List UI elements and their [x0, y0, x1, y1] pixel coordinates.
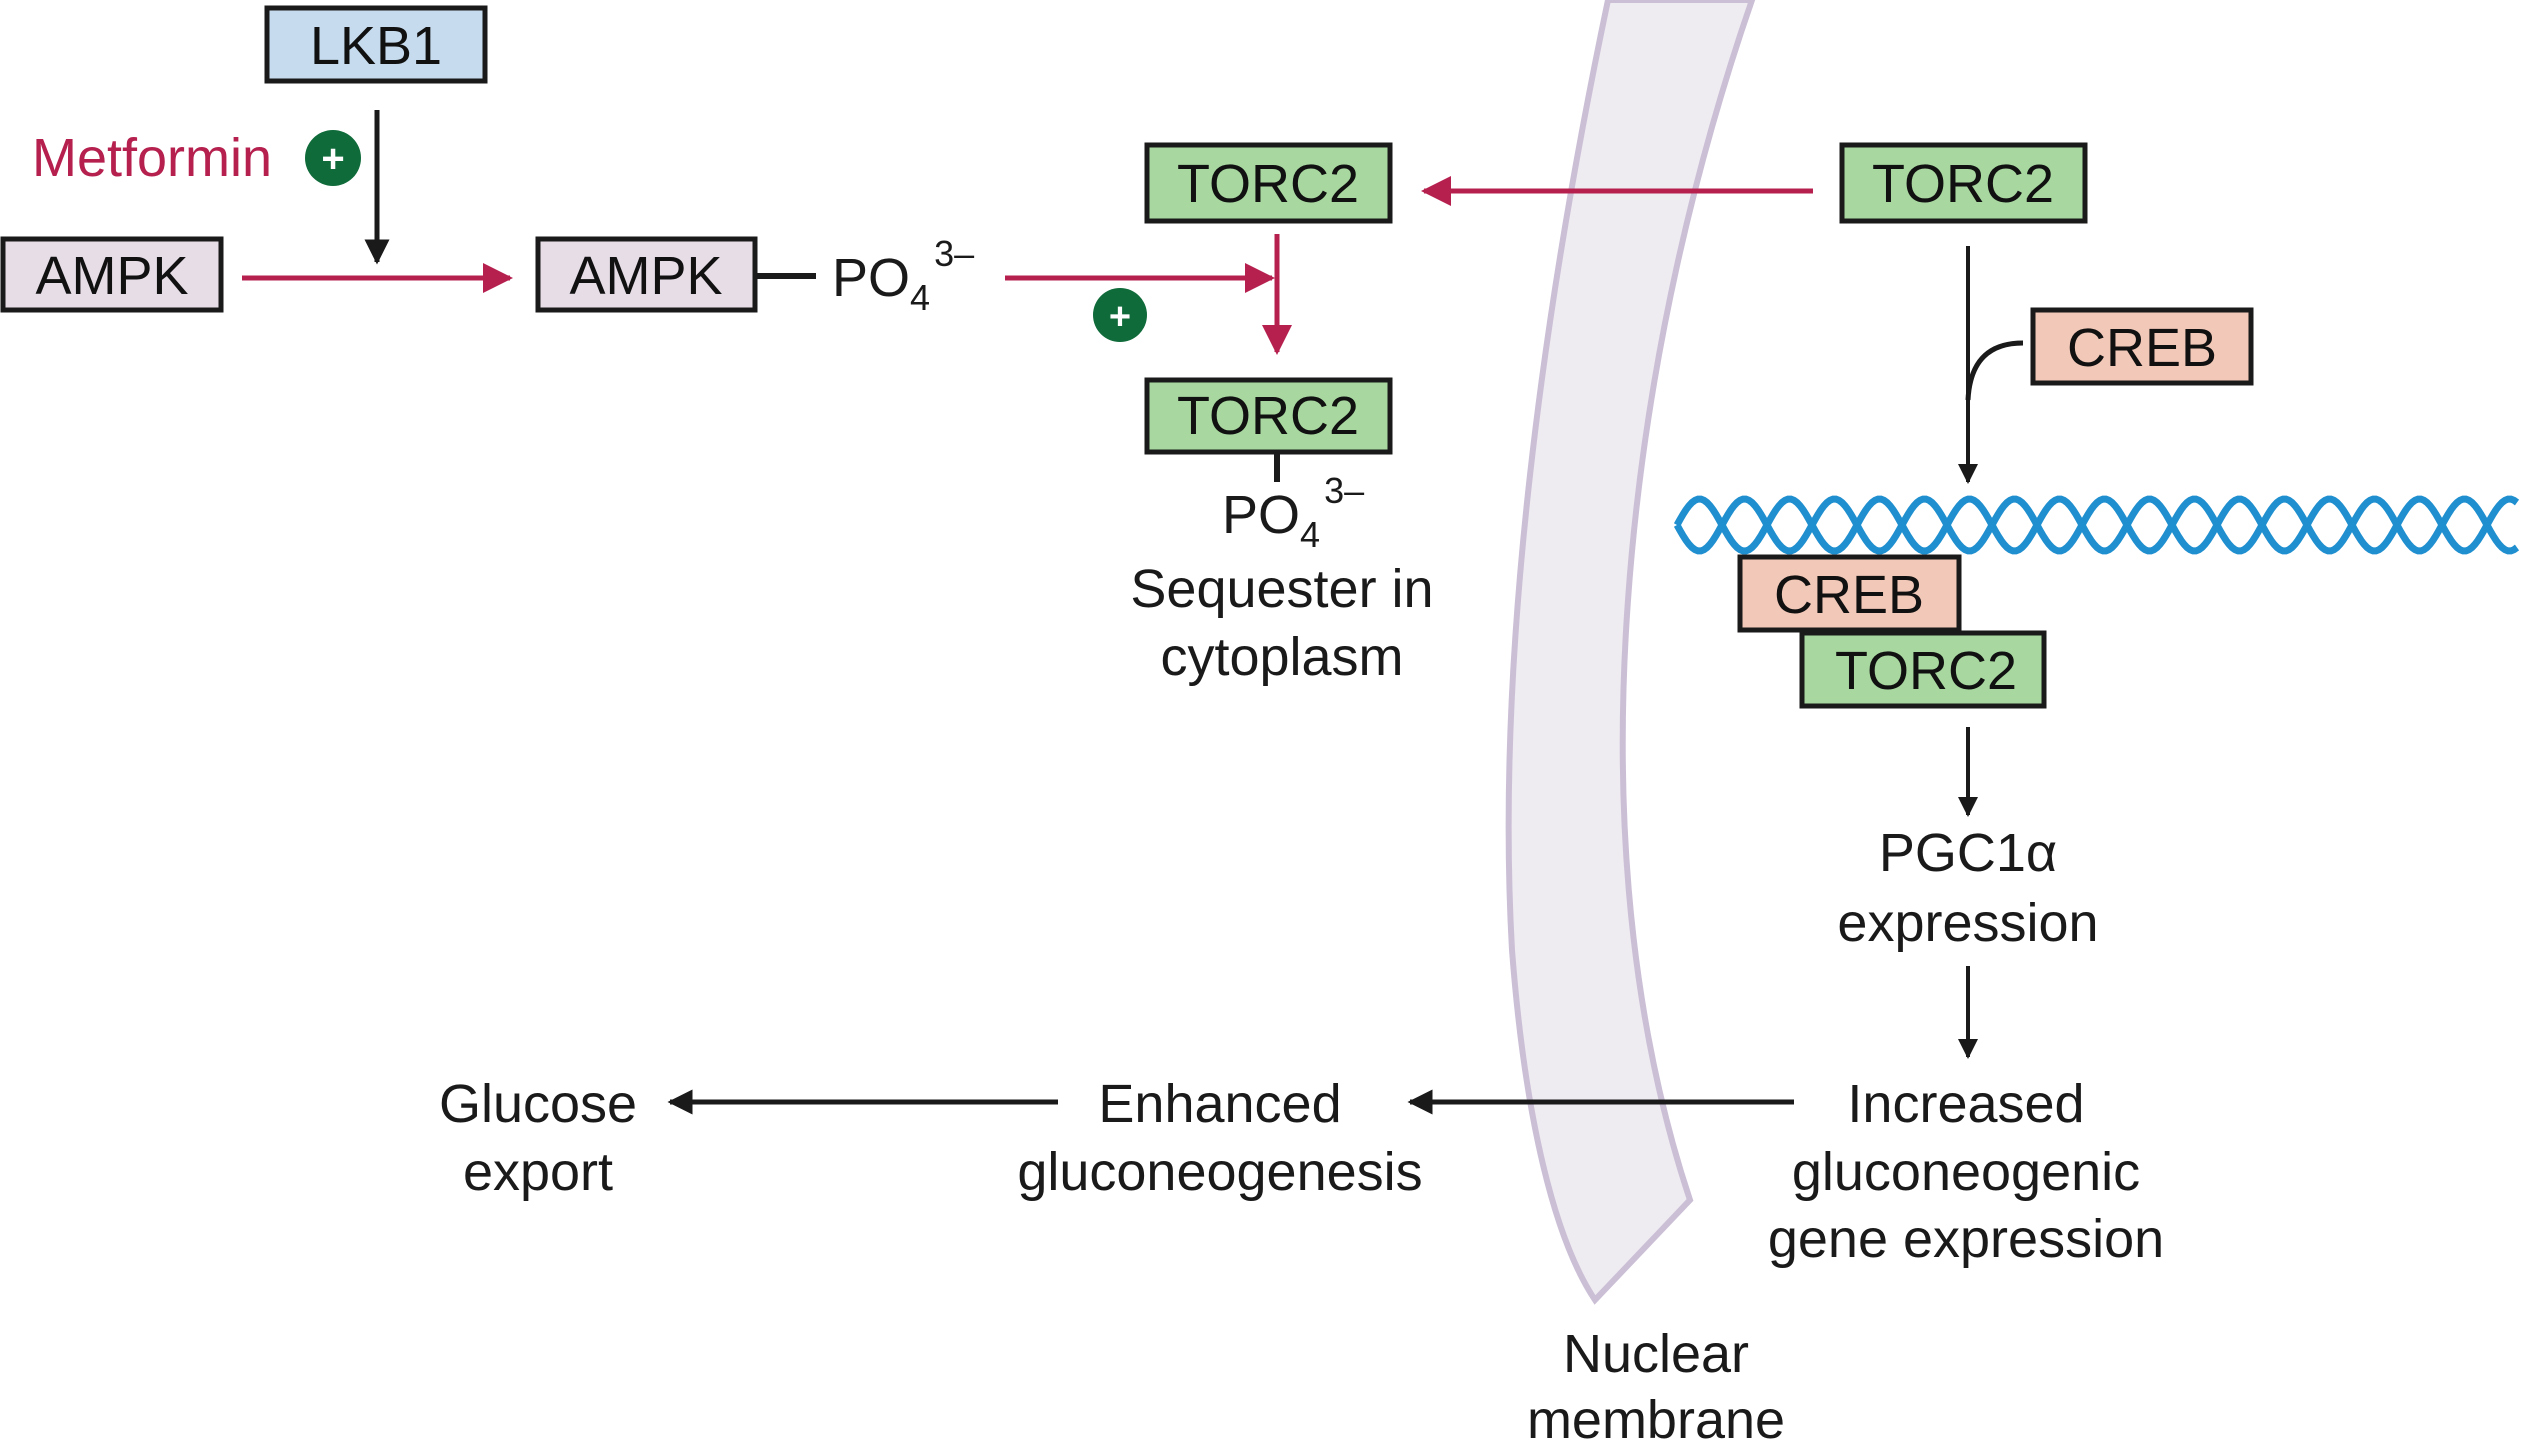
torc2-nucleus-node: TORC2	[1839, 142, 2088, 224]
ampk-inactive-node: AMPK	[0, 236, 224, 313]
pgc1a-label-line1: PGC1α	[1879, 823, 2057, 883]
nuclear-membrane-label-line2: membrane	[1527, 1390, 1785, 1450]
dna-helix-icon	[1673, 495, 2520, 555]
torc2-bound-label: TORC2	[1835, 641, 2017, 701]
nuclear-membrane	[1505, 0, 1756, 1305]
enhanced-label-line1: Enhanced	[1098, 1074, 1341, 1134]
ampk-active-label: AMPK	[569, 246, 722, 306]
increased-label-line3: gene expression	[1768, 1209, 2164, 1269]
torc2-bound-node: TORC2	[1799, 630, 2047, 709]
phosphate-label-2: PO43–	[1222, 470, 1364, 555]
enhanced-label-line2: gluconeogenesis	[1017, 1142, 1422, 1202]
creb-free-node: CREB	[2030, 307, 2254, 386]
torc2-cytoplasm-node: TORC2	[1144, 142, 1393, 224]
plus-icon-metformin: +	[305, 130, 361, 186]
metformin-label: Metformin	[32, 128, 272, 188]
ampk-inactive-label: AMPK	[35, 246, 188, 306]
plus-icon-phosphorylation: +	[1093, 288, 1147, 342]
torc2-cytoplasm-label: TORC2	[1177, 154, 1359, 214]
torc2-phosphorylated-label: TORC2	[1177, 386, 1359, 446]
nuclear-membrane-label-line1: Nuclear	[1563, 1324, 1749, 1384]
dna-strand-1	[1673, 495, 2520, 555]
ampk-active-node: AMPK	[535, 236, 758, 313]
increased-label-line1: Increased	[1847, 1074, 2084, 1134]
pgc1a-label-line2: expression	[1837, 893, 2098, 953]
lkb1-node: LKB1	[264, 5, 488, 84]
increased-label-line2: gluconeogenic	[1792, 1142, 2140, 1202]
creb-bound-node: CREB	[1737, 554, 1962, 633]
sequester-label-line2: cytoplasm	[1160, 627, 1403, 687]
lkb1-label: LKB1	[310, 16, 442, 76]
creb-joining-hook	[1965, 340, 2024, 401]
creb-free-label: CREB	[2067, 318, 2217, 378]
dna-strand-2	[1673, 495, 2520, 555]
svg-text:+: +	[1109, 296, 1131, 338]
sequester-label-line1: Sequester in	[1130, 559, 1433, 619]
glucose-label-line1: Glucose	[439, 1074, 637, 1134]
phosphate-label-1: PO43–	[832, 233, 974, 318]
creb-bound-label: CREB	[1774, 565, 1924, 625]
torc2-phosphorylated-node: TORC2	[1144, 377, 1393, 455]
torc2-nucleus-label: TORC2	[1872, 154, 2054, 214]
glucose-label-line2: export	[463, 1142, 613, 1202]
svg-text:+: +	[321, 137, 344, 181]
